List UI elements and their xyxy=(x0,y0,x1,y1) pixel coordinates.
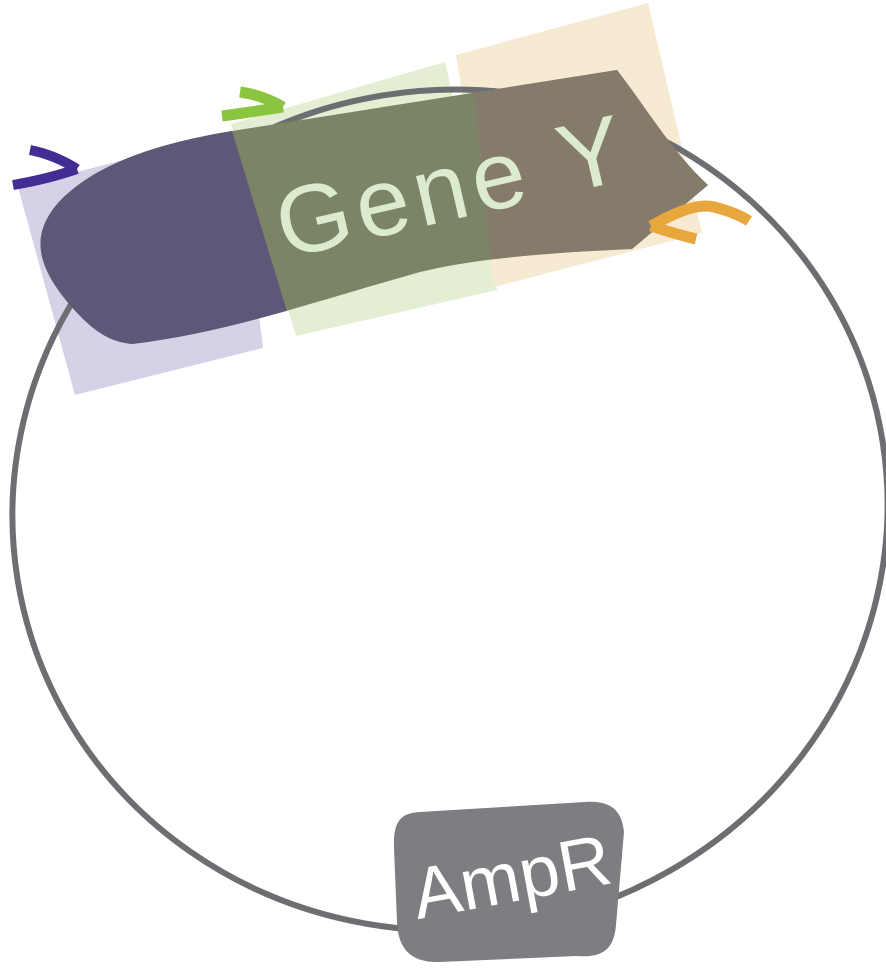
orange-reverse-primer-icon xyxy=(648,200,752,245)
green-forward-primer-icon xyxy=(221,86,286,122)
purple-forward-primer-icon xyxy=(12,145,80,190)
ampr-box xyxy=(393,801,624,963)
